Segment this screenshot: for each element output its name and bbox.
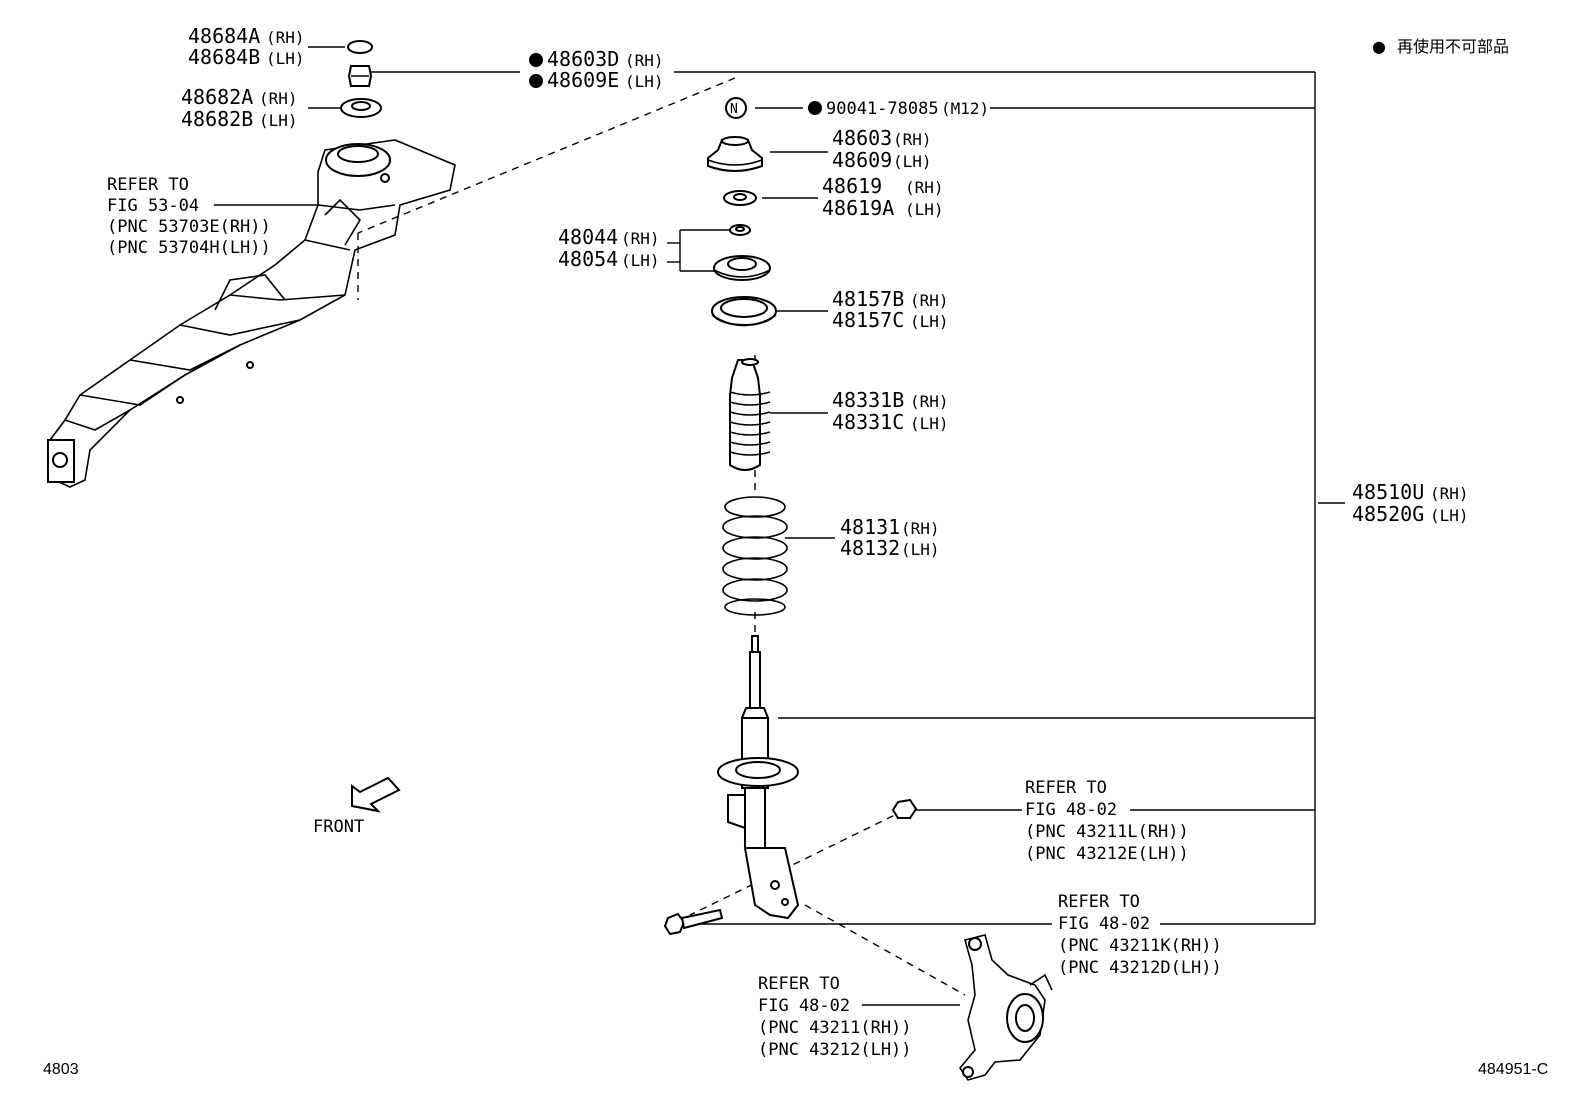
svg-text:(PNC 43211K(RH)): (PNC 43211K(RH))	[1058, 936, 1222, 956]
steering-knuckle-part	[959, 934, 1053, 1081]
legend-text: 再使用不可部品	[1397, 37, 1509, 56]
label-48331b: 48331B	[832, 388, 904, 412]
label-48510u: 48510U	[1352, 480, 1424, 504]
bearing-part	[723, 190, 757, 206]
svg-text:(LH): (LH)	[893, 152, 932, 171]
spacer-part	[729, 224, 751, 236]
svg-text:(LH): (LH)	[910, 414, 949, 433]
label-48331c: 48331C	[832, 410, 904, 434]
svg-text:FIG 53-04: FIG 53-04	[107, 196, 199, 216]
knuckle-bolt-part	[663, 908, 724, 936]
svg-text:FIG 48-02: FIG 48-02	[1025, 800, 1117, 820]
svg-text:(LH): (LH)	[259, 111, 298, 130]
top-nut-part	[347, 65, 373, 87]
svg-text:(LH): (LH)	[266, 49, 305, 68]
svg-text:(PNC 53703E(RH)): (PNC 53703E(RH))	[107, 217, 271, 237]
svg-text:(PNC 43212D(LH)): (PNC 43212D(LH))	[1058, 958, 1222, 978]
label-48520g: 48520G	[1352, 502, 1424, 526]
explode-lines	[357, 77, 966, 996]
svg-text:(RH): (RH)	[625, 51, 664, 70]
front-arrow-icon	[351, 776, 401, 813]
svg-text:FIG 48-02: FIG 48-02	[758, 996, 850, 1016]
svg-text:(LH): (LH)	[621, 251, 660, 270]
footer-right: 484951-C	[1478, 1061, 1548, 1078]
cap-part	[347, 40, 373, 54]
non-reusable-n-mark: N	[725, 97, 747, 119]
label-48603d: 48603D	[547, 47, 619, 71]
label-48609: 48609	[832, 148, 892, 172]
nonreusable-dot-48603d	[529, 53, 543, 67]
label-48157b: 48157B	[832, 287, 904, 311]
svg-text:(RH): (RH)	[1430, 484, 1469, 503]
label-48609e: 48609E	[547, 68, 619, 92]
svg-text:(RH): (RH)	[259, 89, 298, 108]
svg-text:(RH): (RH)	[901, 519, 940, 538]
nonreusable-dot-90041	[808, 101, 822, 115]
svg-text:N: N	[730, 102, 738, 117]
svg-text:(LH): (LH)	[1430, 506, 1469, 525]
svg-text:(RH): (RH)	[893, 130, 932, 149]
svg-text:(PNC 43212(LH)): (PNC 43212(LH))	[758, 1040, 912, 1060]
front-label: FRONT	[313, 817, 364, 837]
svg-text:(PNC 43211(RH)): (PNC 43211(RH))	[758, 1018, 912, 1038]
label-48619: 48619	[822, 174, 882, 198]
label-48044: 48044	[558, 225, 618, 249]
ref-bolt: REFER TO FIG 48-02 (PNC 43211K(RH)) (PNC…	[1058, 892, 1222, 978]
legend: ● 再使用不可部品	[1372, 37, 1509, 56]
svg-text:(RH): (RH)	[266, 28, 305, 47]
spring-insulator-part	[711, 296, 777, 327]
label-48682b: 48682B	[181, 107, 253, 131]
label-48603: 48603	[832, 126, 892, 150]
svg-text:REFER TO: REFER TO	[1058, 892, 1140, 912]
label-48682a: 48682A	[181, 85, 253, 109]
upper-spring-seat-part	[713, 255, 771, 281]
coil-spring-part	[722, 496, 788, 616]
svg-text:(LH): (LH)	[901, 540, 940, 559]
svg-text:FIG 48-02: FIG 48-02	[1058, 914, 1150, 934]
washer-part	[340, 98, 382, 118]
svg-text:(RH): (RH)	[621, 229, 660, 248]
svg-text:(PNC 43211L(RH)): (PNC 43211L(RH))	[1025, 822, 1189, 842]
label-48054: 48054	[558, 247, 618, 271]
svg-text:(RH): (RH)	[910, 291, 949, 310]
label-90041: 90041-78085	[826, 99, 939, 119]
ref-knuckle: REFER TO FIG 48-02 (PNC 43211(RH)) (PNC …	[758, 974, 912, 1060]
svg-text:(PNC 53704H(LH)): (PNC 53704H(LH))	[107, 238, 271, 258]
dust-boot-part	[729, 358, 771, 471]
svg-text:REFER TO: REFER TO	[107, 175, 189, 195]
svg-text:(M12): (M12)	[941, 99, 989, 118]
shock-absorber-part	[717, 635, 800, 920]
svg-text:REFER TO: REFER TO	[1025, 778, 1107, 798]
svg-text:(LH): (LH)	[910, 312, 949, 331]
label-48684a: 48684A	[188, 24, 260, 48]
label-48684b: 48684B	[188, 45, 260, 69]
footer-left: 4803	[43, 1061, 79, 1078]
leader-lines	[214, 46, 1345, 1006]
part-labels: 48684A (RH) 48684B (LH) 48682A (RH) 4868…	[181, 24, 1469, 560]
svg-text:(RH): (RH)	[910, 392, 949, 411]
label-48157c: 48157C	[832, 308, 904, 332]
svg-text:(LH): (LH)	[905, 200, 944, 219]
label-48619a: 48619A	[822, 196, 894, 220]
svg-text:(LH): (LH)	[625, 72, 664, 91]
ref-nut: REFER TO FIG 48-02 (PNC 43211L(RH)) (PNC…	[1025, 778, 1189, 864]
label-48131: 48131	[840, 515, 900, 539]
label-48132: 48132	[840, 536, 900, 560]
svg-text:(PNC 43212E(LH)): (PNC 43212E(LH))	[1025, 844, 1189, 864]
legend-marker: ●	[1372, 37, 1386, 56]
strut-tower-frame	[47, 139, 456, 488]
knuckle-nut-part	[891, 798, 918, 819]
upper-support-part	[707, 136, 763, 172]
svg-text:(RH): (RH)	[905, 178, 944, 197]
svg-text:REFER TO: REFER TO	[758, 974, 840, 994]
nonreusable-dot-48609e	[529, 74, 543, 88]
ref-frame: REFER TO FIG 53-04 (PNC 53703E(RH)) (PNC…	[107, 175, 271, 258]
